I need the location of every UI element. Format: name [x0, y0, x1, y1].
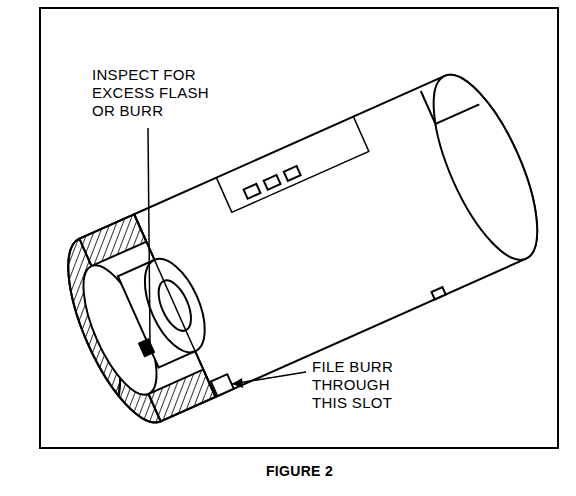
- arrow-head: [232, 378, 243, 388]
- callout-label: FILE BURR THROUGH THIS SLOT: [312, 358, 404, 412]
- callout-label: INSPECT FOR EXCESS FLASH OR BURR: [92, 66, 212, 120]
- cylinder-body: [47, 62, 558, 436]
- leader-line: [232, 372, 306, 384]
- leader-line: [148, 128, 150, 342]
- figure-caption: FIGURE 2: [266, 462, 333, 480]
- figure-border: [40, 8, 558, 448]
